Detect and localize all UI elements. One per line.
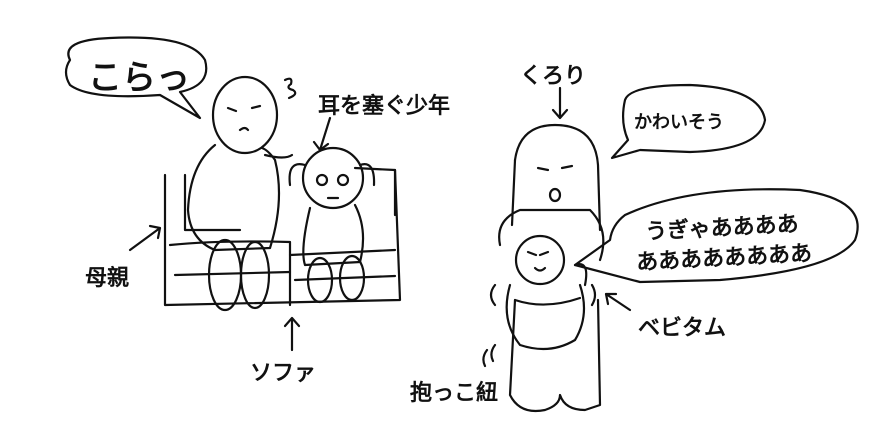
baby-cry-bubble bbox=[573, 188, 859, 284]
baby-arrow bbox=[604, 292, 632, 312]
boy-arrow bbox=[312, 116, 332, 152]
narrator-speech-text: かわいそう bbox=[634, 112, 724, 133]
narrator-speech-bubble bbox=[610, 83, 767, 160]
baby-figure bbox=[505, 234, 588, 351]
mother-speech-text: こらっ bbox=[88, 58, 190, 98]
carrier-motion-lines bbox=[482, 283, 597, 368]
carrier-label: 抱っこ紐 bbox=[410, 381, 499, 406]
sofa-label: ソファ bbox=[250, 361, 317, 386]
mother-speech-bubble bbox=[64, 36, 208, 120]
boy-label: 耳を塞ぐ少年 bbox=[318, 94, 451, 119]
sofa bbox=[163, 166, 402, 307]
sofa-arrow bbox=[283, 316, 301, 352]
mother-label: 母親 bbox=[85, 266, 130, 291]
mother-arrow bbox=[128, 224, 162, 252]
baby-label: ベビタム bbox=[638, 316, 727, 341]
narrator-label: くろり bbox=[520, 64, 587, 89]
boy-figure bbox=[288, 146, 376, 304]
narrator-arrow bbox=[551, 86, 569, 120]
narrator-figure bbox=[498, 123, 605, 413]
mother-figure bbox=[186, 75, 297, 312]
